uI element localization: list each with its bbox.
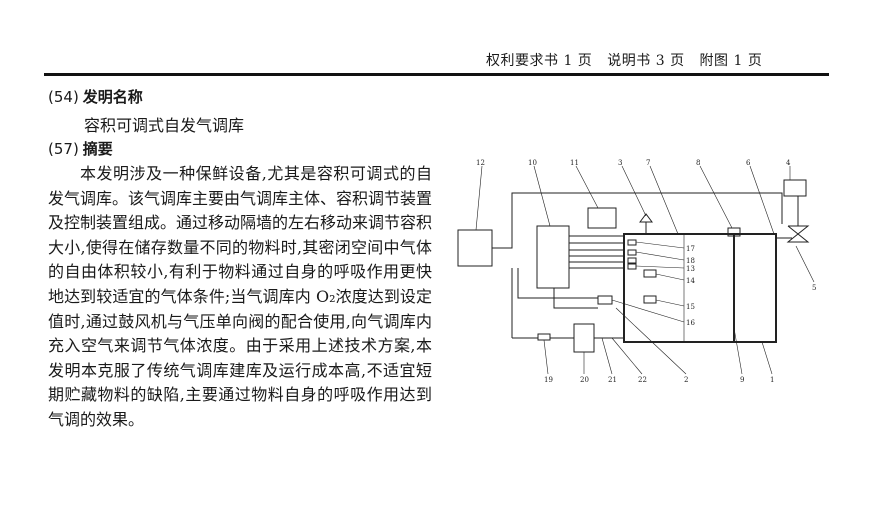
label-13: 13	[686, 265, 695, 273]
label-6: 6	[746, 159, 751, 167]
label-12: 12	[476, 159, 485, 167]
label-22: 22	[638, 376, 647, 384]
label-18: 18	[686, 257, 695, 265]
label-2: 2	[684, 376, 688, 384]
label-9: 9	[740, 376, 744, 384]
label-3: 3	[618, 159, 622, 167]
section-57-number: (57)	[48, 140, 79, 158]
label-19: 19	[544, 376, 553, 384]
invention-title: 容积可调式自发气调库	[84, 116, 245, 135]
header-rule	[44, 73, 829, 76]
block-11	[587, 207, 617, 229]
block-12	[457, 229, 493, 267]
label-21: 21	[608, 376, 617, 384]
section-57-label: 摘要	[82, 140, 113, 158]
label-8: 8	[696, 159, 700, 167]
label-7: 7	[646, 159, 650, 167]
label-14: 14	[686, 277, 695, 285]
description-pages: 说明书 3 页	[607, 53, 685, 69]
label-20: 20	[580, 376, 589, 384]
label-15: 15	[686, 303, 695, 311]
label-4: 4	[786, 159, 791, 167]
page-count-info: 权利要求书 1 页 说明书 3 页 附图 1 页	[486, 50, 772, 70]
section-54-heading: (54)发明名称	[48, 86, 143, 107]
block-10	[536, 225, 570, 289]
schematic-figure: 12 10 11 3 7 8 6 4 5 17 18 13 14 15 16 1…	[457, 159, 816, 384]
drawings-pages: 附图 1 页	[699, 53, 763, 69]
section-57-heading: (57)摘要	[48, 138, 113, 159]
label-17: 17	[686, 245, 695, 253]
section-54-number: (54)	[48, 88, 79, 106]
label-16: 16	[686, 319, 695, 327]
label-1: 1	[770, 376, 774, 384]
section-54-label: 发明名称	[82, 88, 143, 106]
valve-3	[639, 213, 653, 223]
chamber-body	[623, 233, 777, 343]
wall-top-block	[727, 227, 741, 237]
block-20	[573, 323, 595, 353]
abstract-text: 本发明涉及一种保鲜设备,尤其是容积可调式的自发气调库。该气调库主要由气调库主体、…	[48, 164, 433, 429]
claims-pages: 权利要求书 1 页	[486, 53, 593, 69]
block-19	[537, 333, 551, 341]
label-5: 5	[812, 284, 816, 292]
label-10: 10	[528, 159, 537, 167]
fan-4	[783, 179, 807, 197]
label-11: 11	[570, 159, 579, 167]
